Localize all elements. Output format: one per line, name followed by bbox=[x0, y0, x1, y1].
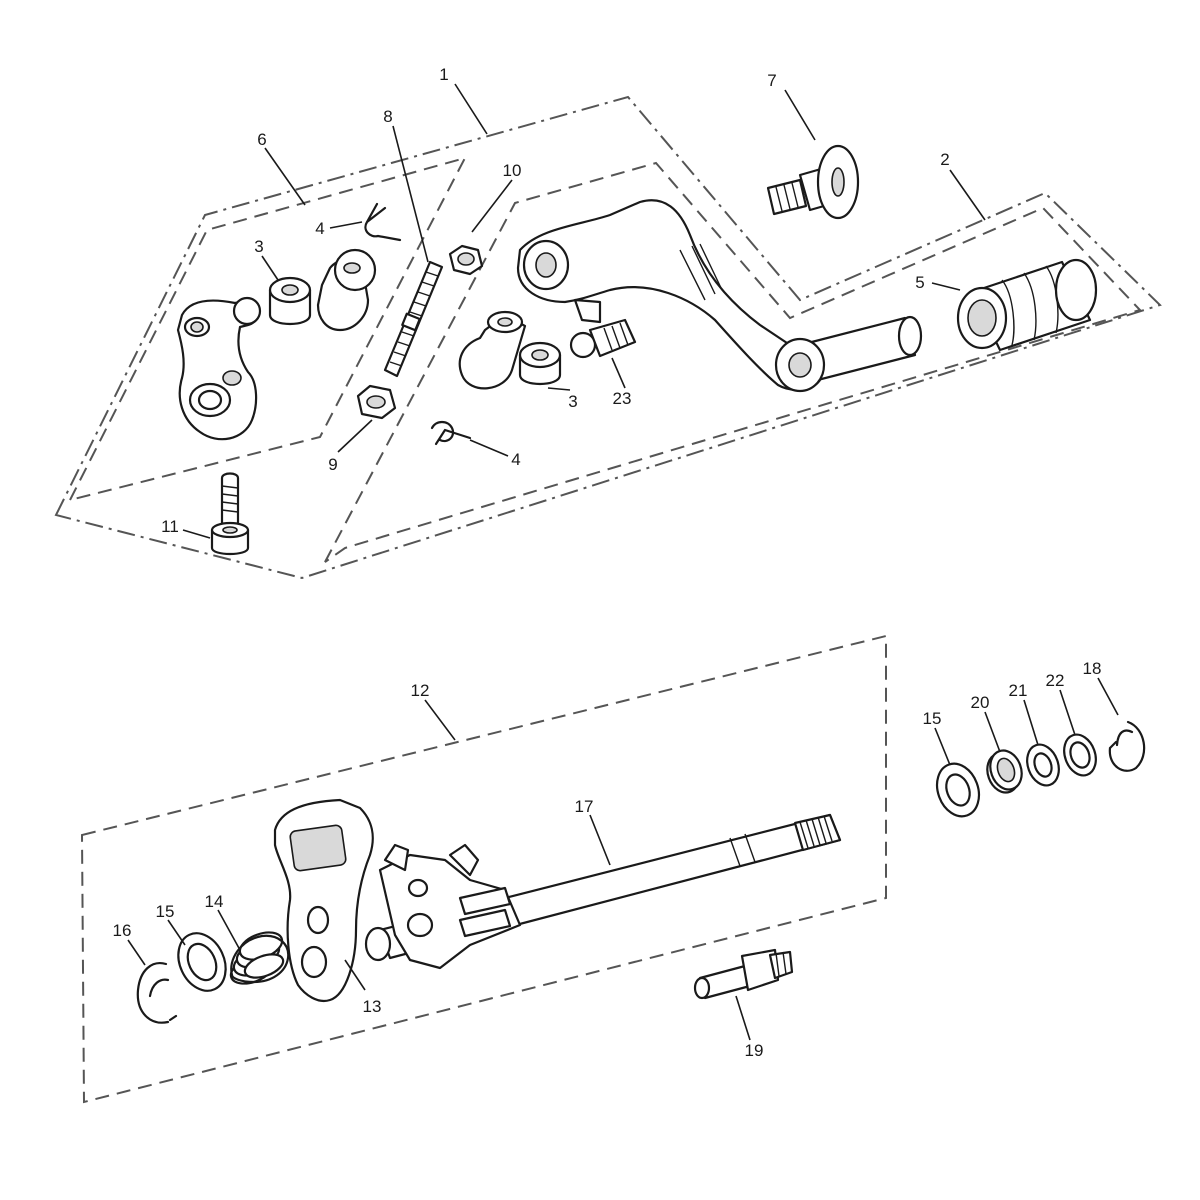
callout-20: 20 bbox=[971, 693, 990, 712]
callout-labels: 1 2 3 3 4 4 5 6 7 8 9 10 11 12 13 14 15 … bbox=[113, 65, 1102, 1060]
circlip-18 bbox=[1108, 720, 1146, 772]
assembly-12-outline bbox=[80, 634, 887, 1104]
cap-screw bbox=[210, 472, 250, 556]
nut-upper bbox=[448, 244, 484, 276]
washer-21 bbox=[1026, 743, 1060, 787]
bush-part-upper bbox=[268, 276, 312, 326]
assembly-2-outline bbox=[324, 161, 1142, 563]
callout-19: 19 bbox=[745, 1041, 764, 1060]
assembly-6-outline bbox=[68, 156, 467, 502]
clamp-lever-part bbox=[176, 296, 262, 441]
washer-lower bbox=[177, 932, 227, 992]
callout-16: 16 bbox=[113, 921, 132, 940]
callout-9: 9 bbox=[328, 455, 337, 474]
callout-23: 23 bbox=[613, 389, 632, 408]
callout-22: 22 bbox=[1046, 671, 1065, 690]
callout-17: 17 bbox=[575, 797, 594, 816]
circlip-lower bbox=[136, 962, 178, 1024]
nut-lower bbox=[356, 384, 397, 420]
bush-part-lower bbox=[518, 341, 562, 386]
callout-12: 12 bbox=[411, 681, 430, 700]
spring-clip-lower bbox=[430, 420, 472, 446]
return-spring bbox=[229, 931, 290, 985]
callout-3-upper: 3 bbox=[254, 237, 263, 256]
ball-joint-upper bbox=[316, 248, 377, 332]
ball-joint-lower bbox=[458, 310, 527, 390]
callout-2: 2 bbox=[940, 150, 949, 169]
locating-stud bbox=[693, 948, 794, 1000]
gear-pedal-arm bbox=[516, 199, 923, 393]
assembly-1-outline bbox=[54, 95, 1162, 580]
pivot-stud bbox=[569, 318, 637, 359]
callout-13: 13 bbox=[363, 997, 382, 1016]
callout-5: 5 bbox=[915, 273, 924, 292]
callout-15-lower: 15 bbox=[156, 902, 175, 921]
selector-plate bbox=[273, 798, 374, 1003]
callout-4-upper: 4 bbox=[315, 219, 324, 238]
callout-11: 11 bbox=[161, 517, 179, 536]
washer-upper bbox=[935, 762, 981, 818]
footrest-rubber bbox=[956, 258, 1098, 352]
spring-clip-upper bbox=[364, 202, 402, 242]
leader-lines bbox=[127, 83, 1119, 1041]
callout-3-lower: 3 bbox=[568, 392, 577, 411]
callout-8: 8 bbox=[383, 107, 392, 126]
callout-21: 21 bbox=[1009, 681, 1028, 700]
callout-4-lower: 4 bbox=[511, 450, 520, 469]
callout-18: 18 bbox=[1083, 659, 1102, 678]
callout-6: 6 bbox=[257, 130, 266, 149]
pivot-bolt bbox=[766, 144, 860, 220]
callout-1: 1 bbox=[439, 65, 448, 84]
threaded-rod-part bbox=[383, 260, 444, 378]
washer-22 bbox=[1063, 733, 1097, 777]
bush-20 bbox=[986, 749, 1023, 794]
callout-14: 14 bbox=[205, 892, 224, 911]
callout-7: 7 bbox=[767, 71, 776, 90]
callout-10: 10 bbox=[503, 161, 522, 180]
callout-15-upper: 15 bbox=[923, 709, 942, 728]
selector-shaft bbox=[364, 813, 842, 970]
